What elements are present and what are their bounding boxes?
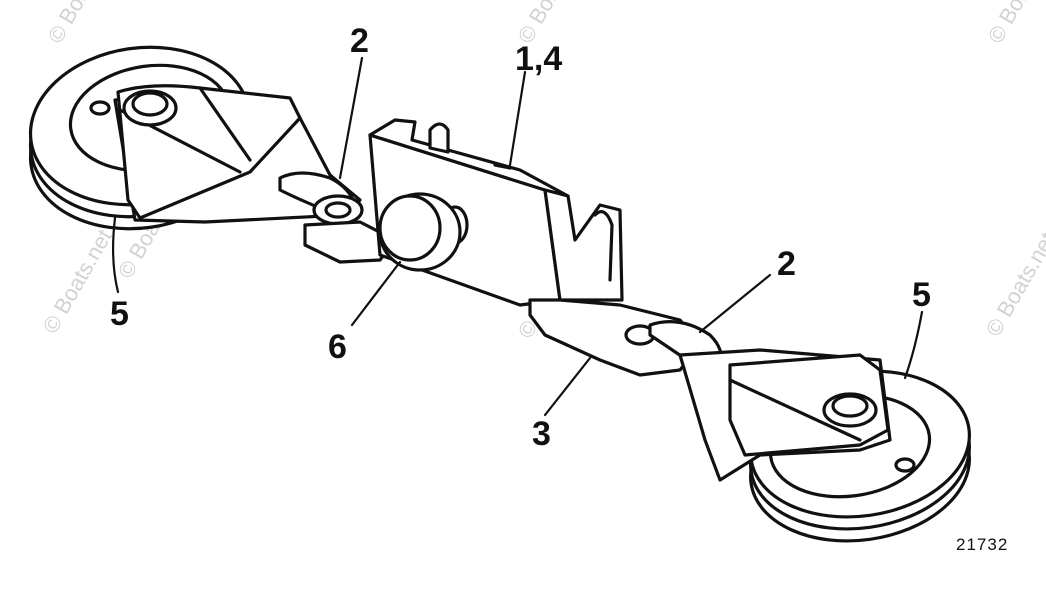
callouts: 2 1,4 5 6 2 5 3 [110, 22, 931, 453]
watermark: © Boats.net [38, 225, 117, 337]
right-pulley-housing [678, 348, 892, 482]
leader-upper-left-2 [338, 56, 364, 180]
leader-right-5 [903, 310, 924, 380]
left-link [278, 171, 397, 264]
callout-5-left: 5 [110, 295, 129, 333]
callout-2-lower: 2 [777, 245, 796, 283]
watermark: © Boats.net [983, 0, 1046, 48]
leader-3 [543, 356, 592, 417]
callout-3: 3 [532, 415, 551, 453]
callout-6: 6 [328, 328, 347, 366]
left-pulley-housing [113, 84, 362, 224]
callout-5-right: 5 [912, 276, 931, 314]
leader-left-5 [112, 216, 120, 294]
leader-lower-right-2 [698, 273, 772, 334]
leader-6 [350, 260, 402, 327]
leader-1-4 [508, 70, 527, 167]
watermark: © Boats.net [43, 0, 122, 48]
lower-bracket [528, 298, 702, 377]
knob [378, 192, 469, 272]
callout-2-upper: 2 [350, 22, 369, 60]
figure-number: 21732 [956, 535, 1008, 554]
callout-1-4: 1,4 [515, 40, 562, 78]
watermark: © Boats.net [981, 228, 1046, 340]
leader-lines [112, 56, 924, 417]
